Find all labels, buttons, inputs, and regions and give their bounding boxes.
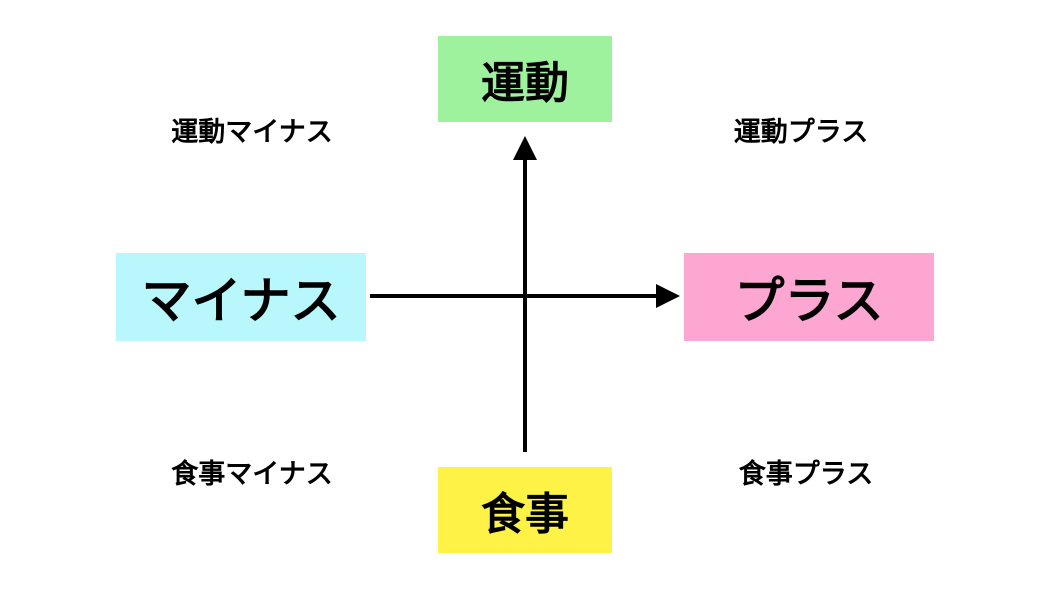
axis-label-left: マイナス bbox=[141, 272, 341, 330]
quadrant-label-bottom-right: 食事プラス bbox=[738, 459, 874, 490]
quadrant-label-bottom-left: 食事マイナス bbox=[171, 459, 333, 490]
axis-label-right: プラス bbox=[734, 272, 884, 330]
axis-label-bottom: 食事 bbox=[481, 489, 569, 540]
quadrant-label-top-right: 運動プラス bbox=[733, 117, 869, 148]
axis-label-top-box: 運動 bbox=[438, 36, 612, 122]
axis-label-left-box: マイナス bbox=[116, 253, 366, 341]
axis-label-bottom-box: 食事 bbox=[438, 467, 612, 553]
axis-label-top: 運動 bbox=[481, 58, 569, 109]
axis-label-right-box: プラス bbox=[684, 253, 934, 341]
quadrant-label-top-left: 運動マイナス bbox=[171, 117, 333, 148]
